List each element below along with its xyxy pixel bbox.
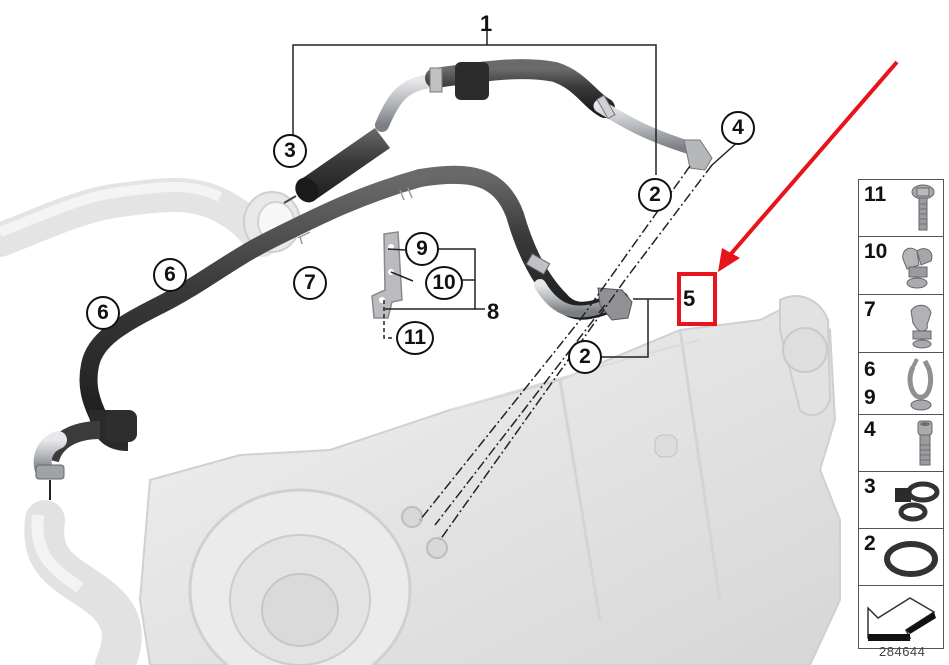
legend-number: 2: [864, 532, 876, 555]
diagram-id-number: 284644: [879, 644, 926, 659]
coolant-pipe-lower: [24, 500, 142, 665]
legend-item-10[interactable]: 10: [858, 236, 944, 294]
callout-8[interactable]: 8: [487, 299, 500, 324]
callout-11[interactable]: 11: [396, 321, 434, 355]
legend-number: 10: [864, 240, 888, 263]
hose-6: [33, 165, 633, 500]
callout-2-lower[interactable]: 2: [568, 340, 602, 374]
bolt-flange-icon: [911, 184, 935, 231]
double-hose-clip-icon: [902, 247, 933, 289]
legend-item-6-9[interactable]: 6 9: [858, 352, 944, 414]
callout-1[interactable]: 1: [480, 11, 493, 36]
hose-clip-icon: [910, 304, 932, 349]
callout-5[interactable]: 5: [683, 286, 696, 311]
callout-4[interactable]: 4: [721, 111, 755, 145]
hose-clamp-icon: [895, 481, 940, 522]
callout-2-upper[interactable]: 2: [638, 178, 672, 212]
legend-item-4[interactable]: 4: [858, 414, 944, 471]
parts-legend: 11 10 7 6 9: [858, 179, 944, 649]
callout-6-lower[interactable]: 6: [86, 296, 120, 330]
o-ring-icon: [884, 541, 938, 577]
diagram-arrow-icon: [867, 597, 936, 641]
socket-head-screw-icon: [917, 420, 933, 466]
callout-7[interactable]: 7: [293, 266, 327, 300]
legend-number: 4: [864, 418, 876, 441]
transmission-housing: [138, 295, 841, 665]
legend-number: 6 9: [864, 358, 876, 409]
leader-lines: [292, 30, 741, 541]
legend-item-3[interactable]: 3: [858, 471, 944, 528]
hose-assembly-1: [283, 59, 713, 204]
holder-clip-icon: [907, 358, 934, 411]
highlight-box-part-5: [677, 272, 717, 326]
callout-9[interactable]: 9: [405, 232, 439, 266]
legend-number: 3: [864, 475, 876, 498]
callout-3[interactable]: 3: [273, 134, 307, 168]
legend-item-11[interactable]: 11: [858, 179, 944, 236]
legend-number: 11: [864, 183, 887, 206]
legend-item-arrow[interactable]: [858, 585, 944, 649]
callout-10[interactable]: 10: [425, 266, 463, 300]
legend-item-2[interactable]: 2: [858, 528, 944, 585]
red-arrow-annotation: [718, 60, 899, 272]
legend-item-7[interactable]: 7: [858, 294, 944, 352]
callout-6-upper[interactable]: 6: [153, 258, 187, 292]
legend-number: 7: [864, 298, 876, 321]
